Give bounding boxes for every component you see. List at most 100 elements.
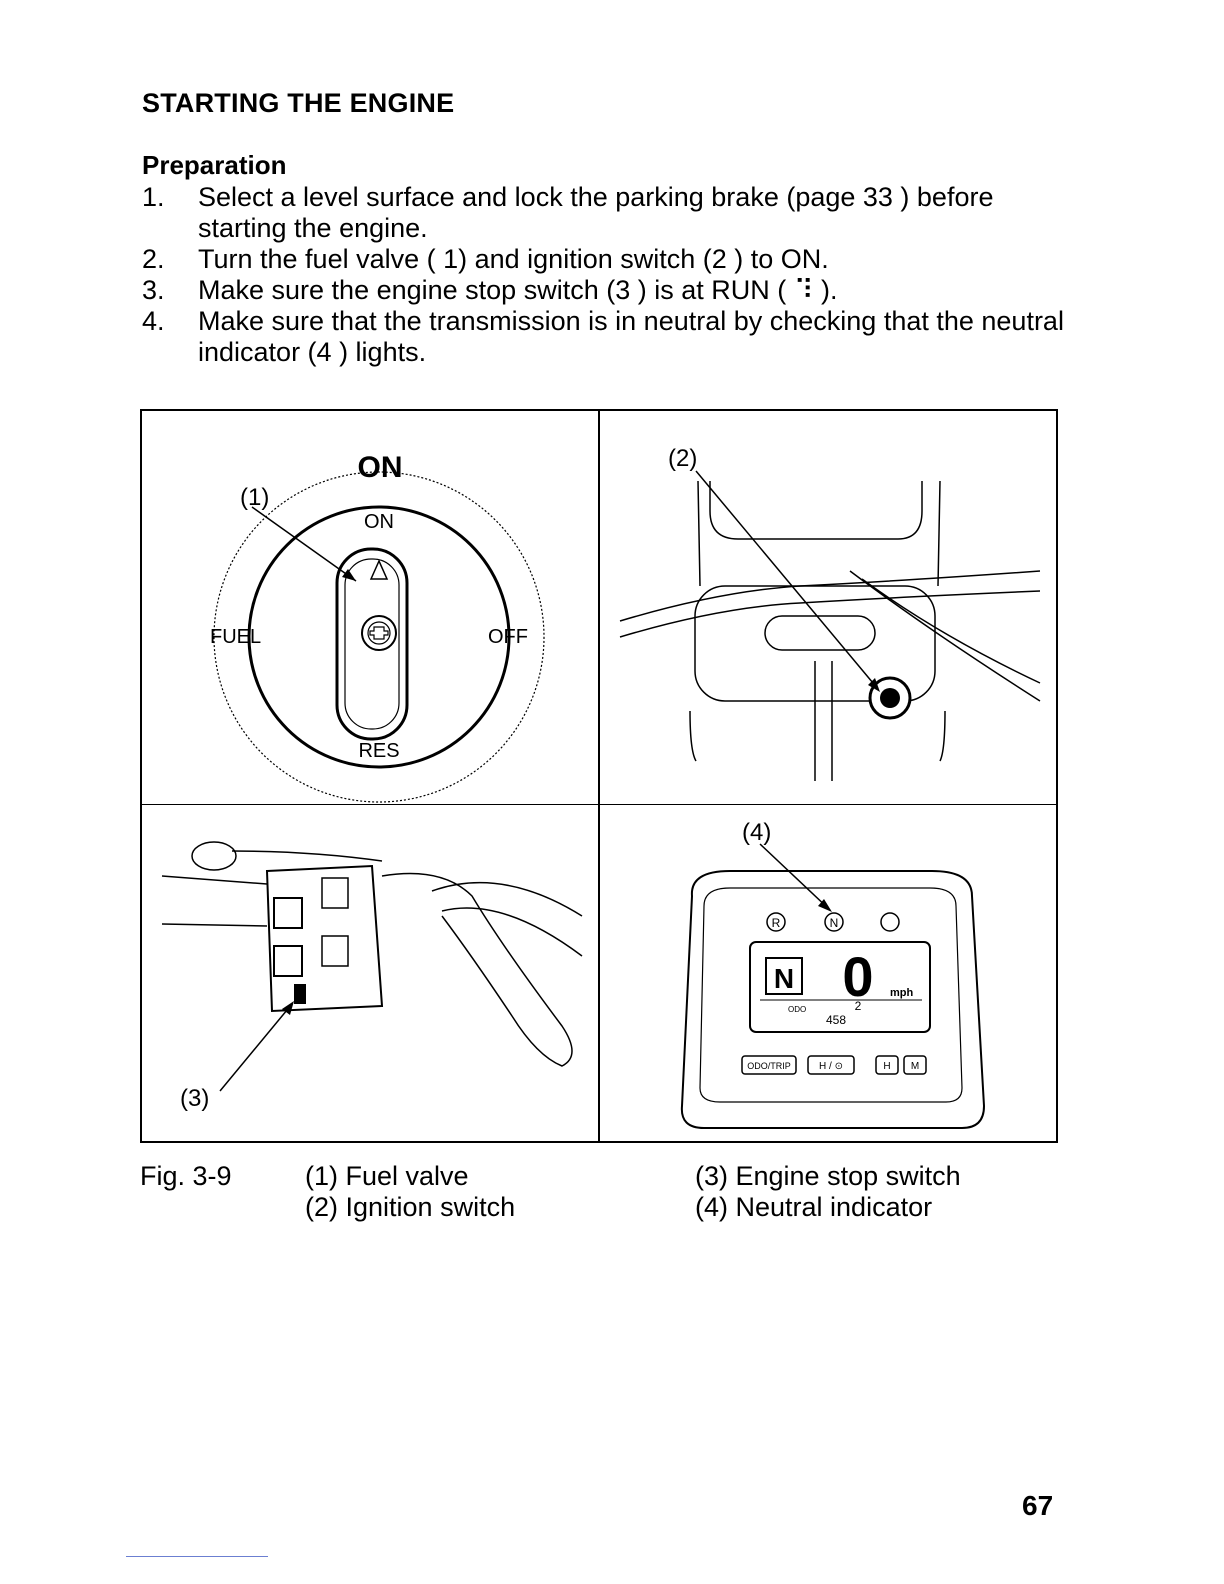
step-number: 3. [142, 275, 165, 305]
screw-head-icon [367, 621, 391, 645]
label-res: RES [358, 740, 399, 762]
housing-sides [697, 480, 941, 587]
callout-leader-1 [251, 506, 357, 582]
brake-lever-end[interactable] [191, 841, 237, 871]
lcd-display [749, 941, 931, 1033]
caption-item: (4) Neutral indicator [695, 1192, 933, 1222]
handlebar-callout: (3) [180, 1085, 209, 1112]
arrowhead-icon [818, 899, 832, 912]
ignition-panel: (2) [600, 411, 1056, 804]
speed-value: 0 [842, 945, 873, 1008]
odo-trip-button-label: ODO/TRIP [747, 1061, 791, 1071]
meter-panel: (4) R N N 0 mph ODO 2 458 ODO/TRIP H / ⊙… [600, 806, 1056, 1141]
figure-divider-vertical [598, 409, 600, 1143]
handlebar-line [619, 570, 1041, 622]
figure-label: Fig. 3-9 [140, 1161, 232, 1191]
screw-cross-icon [369, 626, 389, 640]
fuel-valve-callout: (1) [240, 484, 269, 511]
switch-box [265, 864, 384, 1013]
cable-line-2 [861, 578, 1041, 684]
label-fuel: FUEL [210, 626, 261, 648]
handlebar-illustration: (3) [161, 841, 583, 1112]
figure-divider-horizontal [140, 804, 1058, 805]
handlebar-line-lower [619, 590, 1041, 638]
reverse-indicator-icon [766, 912, 786, 932]
ignition-illustration: (2) [619, 445, 1041, 781]
step-number: 1. [142, 182, 165, 212]
engine-stop-switch[interactable] [294, 984, 306, 1004]
step-text: Make sure the engine stop switch (3 ) is… [198, 275, 838, 305]
callout-leader-2 [695, 470, 879, 690]
neutral-indicator-label: N [830, 916, 839, 930]
handlebar-panel: (3) [142, 806, 598, 1141]
callout-leader-3 [219, 1003, 293, 1092]
callout-leader-4 [759, 843, 831, 911]
caption-item: (3) Engine stop switch [695, 1161, 961, 1191]
minute-button[interactable] [903, 1055, 927, 1075]
gear-position-box [765, 957, 803, 995]
bottom-rule [126, 1556, 268, 1557]
label-on: ON [364, 511, 394, 533]
odo-trip-button[interactable] [741, 1055, 797, 1075]
caption-column-left: (1) Fuel valve (2) Ignition switch [305, 1161, 515, 1223]
valve-lever[interactable] [335, 547, 409, 741]
gear-position-value: N [774, 963, 794, 994]
trip-value: 2 [855, 999, 862, 1013]
neutral-indicator-icon [824, 912, 844, 932]
odo-value: 458 [826, 1013, 846, 1027]
step-item: 2. Turn the fuel valve ( 1) and ignition… [142, 244, 1072, 275]
valve-lever-inner [344, 558, 400, 730]
speed-unit: mph [890, 987, 914, 999]
fuel-valve-panel: ON (1) ON FUEL OFF RES [142, 411, 598, 804]
triangle-pointer-icon [369, 559, 389, 580]
step-item: 1. Select a level surface and lock the p… [142, 182, 1072, 244]
valve-outer-dial [213, 471, 545, 803]
step-text: Select a level surface and lock the park… [198, 182, 994, 243]
preparation-steps: 1. Select a level surface and lock the p… [142, 182, 1072, 368]
valve-body [247, 505, 511, 769]
oil-indicator-icon [880, 912, 900, 932]
step-number: 2. [142, 244, 165, 274]
step-text: Turn the fuel valve ( 1) and ignition sw… [198, 244, 829, 274]
key-slot [880, 688, 900, 708]
ignition-callout: (2) [668, 445, 697, 472]
minute-button-label: M [911, 1061, 919, 1072]
signal-switch-icon[interactable] [321, 935, 349, 967]
meter-illustration: (4) R N N 0 mph ODO 2 458 ODO/TRIP H / ⊙… [680, 819, 986, 1129]
arrowhead-icon [342, 569, 356, 581]
caption-item: (1) Fuel valve [305, 1161, 469, 1191]
valve-screw [361, 615, 397, 651]
step-number: 4. [142, 306, 165, 336]
reverse-indicator-label: R [772, 916, 781, 930]
fork-lines [689, 710, 946, 762]
meter-housing [709, 481, 923, 540]
caption-column-right: (3) Engine stop switch (4) Neutral indic… [695, 1161, 961, 1223]
steering-stem [814, 661, 833, 781]
hour-clock-button[interactable] [807, 1055, 855, 1075]
fuel-valve-illustration: ON (1) ON FUEL OFF RES [210, 451, 545, 803]
hour-clock-button-label: H / ⊙ [819, 1061, 843, 1072]
hour-button-label: H [883, 1061, 890, 1072]
section-heading: STARTING THE ENGINE [142, 88, 455, 118]
meter-bezel [699, 887, 963, 1103]
step-item: 4. Make sure that the transmission is in… [142, 306, 1072, 368]
handlebar-grip [161, 875, 268, 927]
meter-callout: (4) [742, 819, 771, 846]
arrowhead-icon [282, 1001, 294, 1015]
right-grip [381, 872, 573, 1067]
indicator-lens [764, 615, 876, 651]
fuel-valve-title: ON [358, 451, 403, 484]
arrowhead-icon [868, 678, 880, 692]
odo-label: ODO [788, 1005, 806, 1014]
brake-lever [231, 850, 383, 862]
step-text: Make sure that the transmission is in ne… [198, 306, 1064, 367]
step-item: 3. Make sure the engine stop switch (3 )… [142, 275, 1072, 306]
subsection-heading: Preparation [142, 150, 287, 180]
hour-button[interactable] [875, 1055, 899, 1075]
label-off: OFF [488, 626, 528, 648]
horn-button-icon[interactable] [273, 897, 303, 929]
caption-item: (2) Ignition switch [305, 1192, 516, 1222]
light-switch-icon[interactable] [321, 877, 349, 909]
dimmer-button-icon[interactable] [273, 945, 303, 977]
throttle-cables [431, 881, 583, 957]
